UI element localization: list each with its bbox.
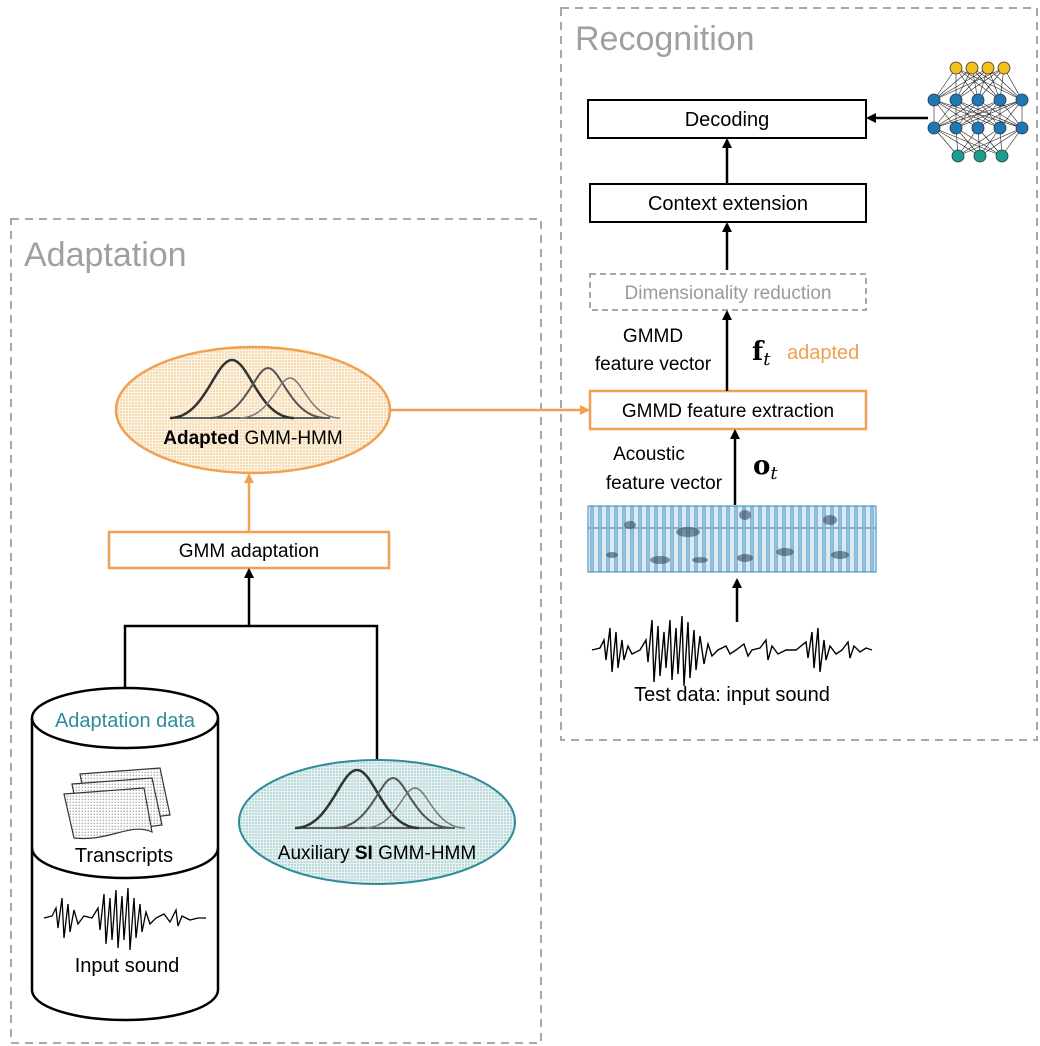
gmmd-vector-label-line1: GMMD [623, 326, 683, 347]
decoding-label: Decoding [685, 109, 770, 131]
adaptation-region [10, 218, 542, 1044]
test-waveform [591, 615, 873, 687]
context-extension-box: Context extension [589, 183, 867, 223]
test-data-label: Test data: input sound [634, 684, 830, 706]
adapted-model-label: Adapted GMM-HMM [163, 428, 342, 449]
input-sound-label: Input sound [75, 955, 180, 977]
gmm-adaptation-box: GMM adaptation [107, 530, 391, 570]
auxiliary-model-label: Auxiliary SI GMM-HMM [278, 843, 476, 864]
context-extension-label: Context extension [648, 193, 808, 215]
transcripts-label: Transcripts [75, 845, 173, 867]
gmmd-feature-extraction-label: GMMD feature extraction [622, 401, 834, 422]
acoustic-vector-label-line2: feature vector [606, 473, 723, 494]
gmm-adaptation-label: GMM adaptation [179, 541, 319, 562]
gmmd-feature-extraction-box: GMMD feature extraction [588, 389, 868, 431]
adapted-word: adapted [787, 342, 859, 364]
dnn-icon [927, 61, 1029, 163]
dimensionality-reduction-box: Dimensionality reduction [589, 273, 867, 311]
recognition-title: Recognition [575, 20, 755, 58]
acoustic-vector-label-line1: Acoustic [613, 444, 685, 465]
auxiliary-si-gmm-hmm-model: Auxiliary SI GMM-HMM [238, 759, 516, 885]
f-t-symbol: ft [752, 337, 771, 370]
input-connector [123, 624, 379, 760]
adaptation-waveform [43, 887, 206, 951]
spectrogram-image [587, 505, 877, 573]
transcripts-icon [63, 767, 171, 840]
recognition-region [560, 7, 1038, 741]
dimensionality-reduction-label: Dimensionality reduction [625, 283, 832, 304]
adapted-gmm-hmm-model: Adapted GMM-HMM [114, 345, 392, 475]
o-t-symbol: ot [753, 451, 778, 484]
decoding-box: Decoding [587, 99, 867, 139]
adaptation-data-label: Adaptation data [55, 710, 196, 732]
adaptation-title: Adaptation [24, 236, 187, 274]
gmmd-vector-label-line2: feature vector [595, 354, 712, 375]
